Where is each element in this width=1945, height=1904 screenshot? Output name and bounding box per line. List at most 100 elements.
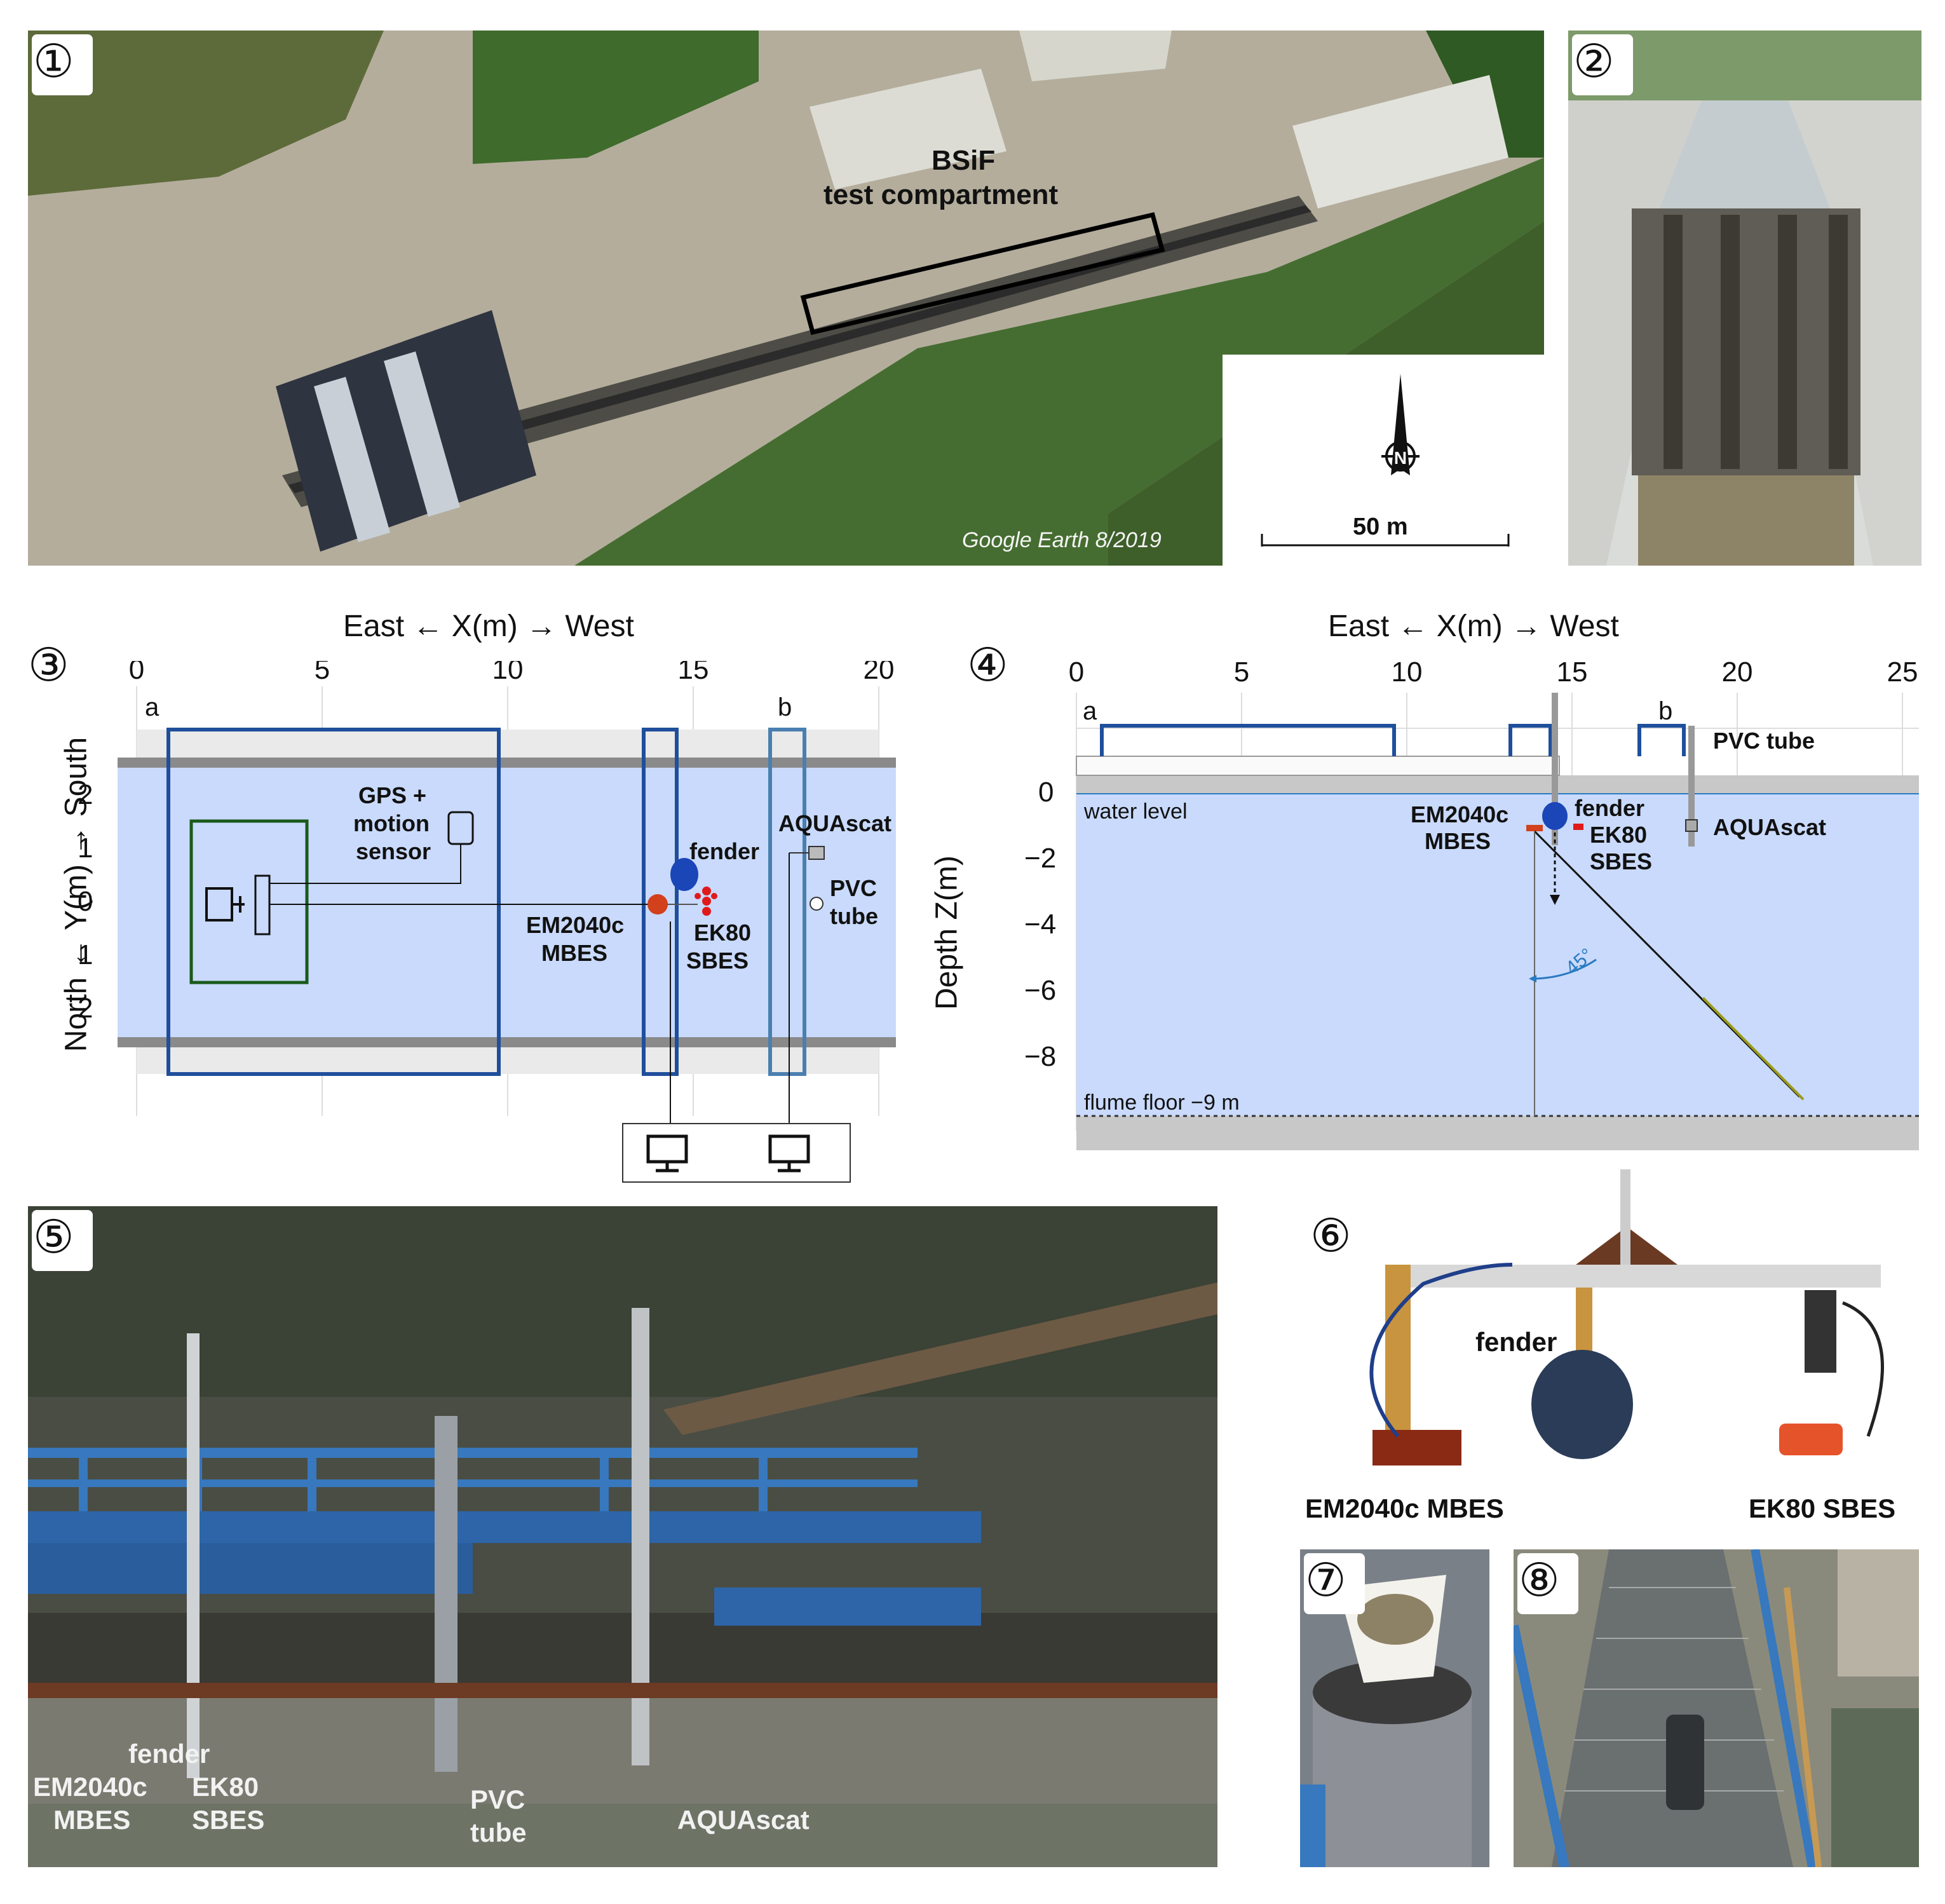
p3-em-label-line2: MBES	[541, 940, 607, 966]
gps-label-line1: GPS +	[358, 782, 426, 808]
p3-x-tick: 0	[129, 661, 144, 685]
walkway-photo	[1514, 1549, 1919, 1867]
monitor-icon	[646, 1134, 688, 1173]
p4-aquascat-marker	[1685, 819, 1698, 832]
p4-em-label-line1: EM2040c	[1411, 801, 1508, 827]
p4-y-axis-title: Depth Z(m)	[930, 855, 964, 1010]
p3-pvc-label-line1: PVC	[830, 875, 877, 901]
p5-pvc-label-line1: PVC	[470, 1785, 525, 1814]
fender-marker	[670, 858, 698, 891]
p3-y-tick: 1	[78, 833, 93, 864]
north-label: N	[1394, 448, 1407, 468]
p4-x-tick: 20	[1722, 656, 1753, 688]
p5-fender-label: fender	[128, 1739, 210, 1769]
p3-x-axis-title: East ← X(m) → West	[343, 609, 634, 643]
p5-ek-label-line1: EK80	[192, 1772, 259, 1802]
p4-x-tick: 5	[1234, 656, 1249, 688]
p4-x-tick: 15	[1557, 656, 1588, 688]
p4-x-tick: 25	[1887, 656, 1918, 688]
p4-y-tick: −4	[1024, 909, 1057, 940]
panel-number-6: ⑥	[1310, 1209, 1352, 1262]
panel-number-2: ②	[1573, 34, 1615, 88]
p3-y-tick: 1	[78, 939, 93, 970]
aerial-photo: N 50 m BSiF test compartment Google Eart…	[28, 31, 1544, 566]
instruments-photo: fender EM2040c MBES EK80 SBES	[1296, 1169, 1919, 1538]
water-level-label: water level	[1083, 799, 1188, 824]
ek80-marker	[695, 887, 717, 916]
p4-em2040c-marker	[1526, 825, 1543, 831]
p4-marker-b: b	[1658, 697, 1672, 725]
p5-ek-label-line2: SBES	[192, 1805, 265, 1835]
p3-marker-a: a	[145, 693, 159, 721]
p4-marker-a: a	[1083, 697, 1097, 725]
cross-section-diagram: 0 5 10 15 20 25 a b PVC tube AQUAscat fe…	[1069, 656, 1919, 1150]
p4-aquascat-label: AQUAscat	[1713, 814, 1826, 840]
p5-aquascat-label: AQUAscat	[677, 1805, 810, 1835]
p3-em-label-line1: EM2040c	[526, 912, 624, 938]
gps-label-line2: motion	[353, 810, 430, 836]
p6-em-label: EM2040c MBES	[1305, 1493, 1504, 1523]
p4-x-tick: 0	[1069, 656, 1084, 688]
p3-x-tick: 20	[864, 661, 895, 685]
p3-pvc-label-line2: tube	[830, 903, 878, 929]
carriage-frame	[189, 819, 309, 984]
frame-a	[166, 728, 501, 1076]
p4-y-tick: 0	[1038, 777, 1054, 808]
pvc-tube-marker	[810, 897, 823, 911]
p4-ek-label-line2: SBES	[1590, 848, 1652, 874]
panel-number-7: ⑦	[1305, 1553, 1346, 1607]
p4-y-tick: −2	[1024, 843, 1057, 874]
frame-middle	[642, 728, 679, 1076]
scale-bar	[1261, 534, 1510, 547]
p4-ek-label-line1: EK80	[1590, 822, 1647, 848]
bsif-label-line2: test compartment	[823, 179, 1059, 210]
p3-y-tick: 2	[78, 779, 93, 810]
panel-number-4: ④	[967, 638, 1008, 691]
flume-photo	[1568, 31, 1921, 566]
pvc-tube-illustration	[1300, 1549, 1489, 1867]
site-photo: fender EM2040c MBES EK80 SBES PVC tube A…	[28, 1206, 1217, 1867]
p5-pvc-label-line2: tube	[470, 1818, 527, 1847]
scale-label: 50 m	[1353, 513, 1408, 540]
p3-y-tick: 2	[78, 993, 93, 1024]
p6-ek-label: EK80 SBES	[1749, 1493, 1896, 1523]
p3-x-tick: 15	[678, 661, 709, 685]
aquascat-marker	[808, 846, 825, 860]
north-arrow-icon: N	[1381, 374, 1420, 475]
panel-number-1: ①	[33, 34, 74, 88]
panel-number-3: ③	[28, 638, 69, 691]
p5-em-label-line1: EM2040c	[33, 1772, 147, 1802]
p3-x-tick: 10	[492, 661, 524, 685]
p3-aquascat-label: AQUAscat	[778, 810, 891, 836]
frame-b	[768, 728, 806, 1076]
panel-number-8: ⑧	[1519, 1553, 1560, 1607]
gps-label-line3: sensor	[356, 838, 431, 864]
p3-marker-b: b	[778, 693, 792, 721]
p4-y-tick: −6	[1024, 975, 1057, 1006]
p6-fender-label: fender	[1475, 1327, 1557, 1357]
p3-fender-label: fender	[689, 838, 759, 864]
p4-em-label-line2: MBES	[1425, 828, 1491, 854]
bsif-label-line1: BSiF	[932, 145, 996, 176]
p3-ek-label-line2: SBES	[686, 948, 749, 974]
p4-fender-label: fender	[1575, 795, 1644, 821]
instruments-illustration	[1369, 1169, 1884, 1465]
panel-number-5: ⑤	[33, 1210, 74, 1263]
p3-y-tick: 0	[78, 886, 93, 917]
scale-box	[1223, 355, 1544, 566]
p5-em-label-line2: MBES	[53, 1805, 131, 1835]
walkway-illustration	[1514, 1549, 1919, 1867]
p4-x-axis-title: East ← X(m) → West	[1328, 609, 1619, 643]
site-illustration	[28, 1206, 1217, 1867]
p3-ek-label-line1: EK80	[694, 920, 751, 946]
monitor-icon	[768, 1134, 810, 1173]
test-compartment-outline	[800, 212, 1165, 336]
google-earth-credit: Google Earth 8/2019	[962, 528, 1162, 552]
p4-pvc-label: PVC tube	[1713, 728, 1815, 754]
p4-ek80-marker	[1573, 824, 1583, 830]
p4-y-tick: −8	[1024, 1041, 1057, 1072]
flume-floor-label: flume floor −9 m	[1084, 1091, 1240, 1115]
p4-fender-marker	[1542, 802, 1568, 830]
flume-illustration	[1568, 31, 1921, 566]
plan-view-diagram: 0 5 10 15 20 a b GPS + motion sensor fen…	[118, 661, 896, 1183]
